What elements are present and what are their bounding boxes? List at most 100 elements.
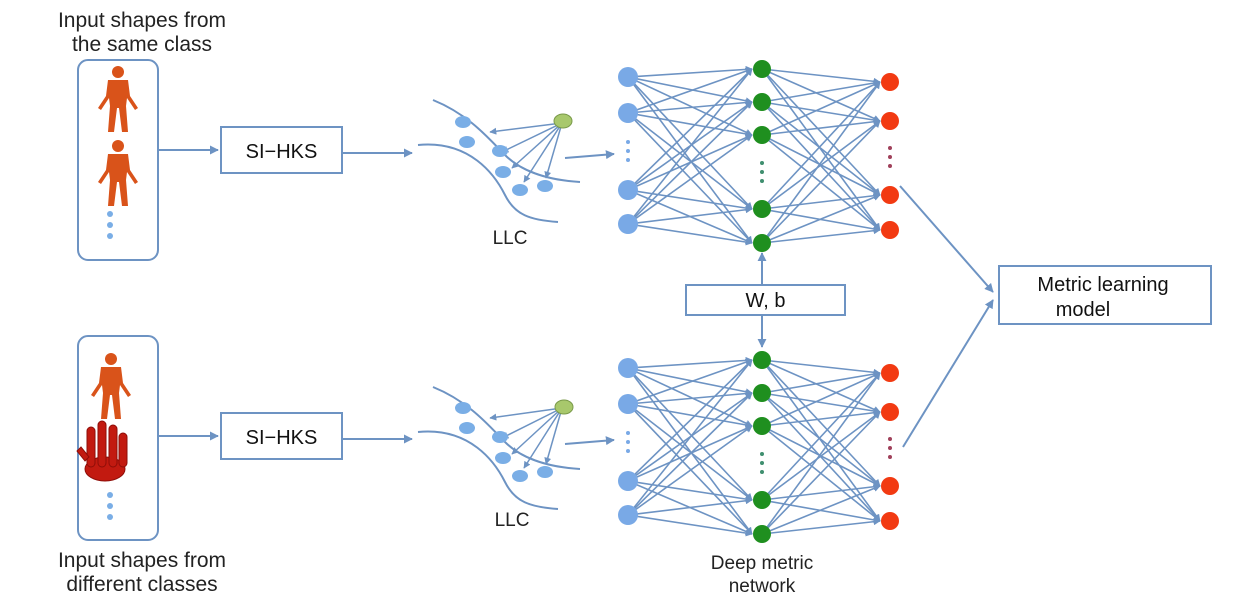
output-ellipsis-dot bbox=[888, 164, 892, 168]
network-edge bbox=[761, 392, 881, 487]
input-node bbox=[618, 505, 638, 525]
network-edge bbox=[627, 367, 753, 427]
hidden-node bbox=[753, 351, 771, 369]
network-edge bbox=[627, 403, 753, 501]
network-edge bbox=[761, 372, 881, 535]
network-edge bbox=[627, 76, 753, 105]
network-edge bbox=[761, 81, 881, 244]
network-edge bbox=[761, 359, 881, 413]
output-ellipsis-dot bbox=[888, 437, 892, 441]
network-edge bbox=[627, 403, 753, 429]
network-edge bbox=[761, 81, 881, 210]
network-edge bbox=[627, 359, 753, 516]
network-edge bbox=[761, 359, 881, 376]
network-edge bbox=[761, 359, 881, 487]
input-node bbox=[618, 471, 638, 491]
network-edge bbox=[761, 392, 881, 522]
neural-network-bottom bbox=[618, 351, 899, 543]
network-caption-line1: Deep metric bbox=[711, 553, 813, 574]
llc-point bbox=[459, 136, 475, 148]
llc-manifold-curve bbox=[417, 143, 559, 223]
network-caption-line2: network bbox=[729, 576, 796, 597]
hidden-node bbox=[753, 417, 771, 435]
human-figure-icon bbox=[91, 353, 131, 419]
shared-params-label: W, b bbox=[745, 290, 785, 312]
llc-anchor-point bbox=[553, 113, 573, 129]
network-edge bbox=[761, 392, 881, 415]
input-ellipsis-dot bbox=[626, 158, 630, 162]
network-edge bbox=[627, 367, 753, 501]
hidden-ellipsis-dot bbox=[760, 170, 764, 174]
output-node bbox=[881, 73, 899, 91]
network-edge bbox=[627, 223, 753, 246]
llc-point bbox=[492, 145, 508, 157]
network-edge bbox=[761, 68, 881, 196]
input-node bbox=[618, 180, 638, 200]
network-edge bbox=[627, 101, 753, 225]
network-edge bbox=[761, 411, 881, 535]
metric-learning-box bbox=[998, 265, 1212, 325]
network-edge bbox=[761, 118, 881, 136]
arrow-llc-to-network-bottom bbox=[564, 436, 615, 446]
network-edge bbox=[627, 65, 753, 78]
network-edge bbox=[761, 370, 881, 394]
hidden-ellipsis-dot bbox=[760, 470, 764, 474]
llc-label-bottom: LLC bbox=[495, 510, 530, 531]
llc-anchor-point bbox=[554, 399, 574, 415]
network-edge bbox=[761, 101, 881, 124]
output-ellipsis-dot bbox=[888, 455, 892, 459]
network-edge bbox=[627, 67, 753, 114]
network-edge bbox=[627, 112, 753, 210]
output-node bbox=[881, 221, 899, 239]
top-caption-line2: the same class bbox=[72, 33, 212, 56]
network-edge bbox=[761, 120, 881, 244]
input-node bbox=[618, 67, 638, 87]
llc-point bbox=[492, 431, 508, 443]
input-node bbox=[618, 214, 638, 234]
network-edge bbox=[627, 514, 753, 537]
llc-point bbox=[537, 466, 553, 478]
llc-diagram-top bbox=[417, 99, 581, 223]
hand-figure-icon bbox=[76, 420, 128, 482]
network-edge bbox=[627, 390, 753, 405]
network-edge bbox=[761, 411, 881, 501]
hidden-ellipsis-dot bbox=[760, 461, 764, 465]
output-node bbox=[881, 512, 899, 530]
network-edge bbox=[761, 194, 881, 244]
network-edge bbox=[627, 403, 753, 535]
sihks-label-top: SI−HKS bbox=[246, 141, 318, 163]
network-edge bbox=[627, 112, 753, 244]
network-edge bbox=[627, 480, 753, 503]
network-edge bbox=[761, 372, 881, 427]
hidden-node bbox=[753, 234, 771, 252]
hidden-node bbox=[753, 491, 771, 509]
network-edge bbox=[761, 120, 881, 210]
network-edge bbox=[627, 76, 753, 136]
top-caption-line1: Input shapes from bbox=[58, 9, 226, 32]
shared-params-box bbox=[685, 284, 846, 316]
network-edges bbox=[627, 356, 881, 537]
input-ellipsis-dot bbox=[626, 440, 630, 444]
output-node bbox=[881, 186, 899, 204]
llc-point bbox=[512, 470, 528, 482]
llc-point bbox=[455, 402, 471, 414]
llc-point bbox=[495, 452, 511, 464]
arrow-bottom-network-to-metric bbox=[902, 299, 994, 448]
network-edge bbox=[627, 206, 753, 225]
network-edge bbox=[627, 358, 753, 405]
sihks-label-bottom: SI−HKS bbox=[246, 427, 318, 449]
hidden-node bbox=[753, 60, 771, 78]
network-edge bbox=[627, 425, 753, 516]
input-node bbox=[618, 358, 638, 378]
network-edge bbox=[627, 68, 753, 225]
output-ellipsis-dot bbox=[888, 155, 892, 159]
llc-point bbox=[495, 166, 511, 178]
hidden-node bbox=[753, 384, 771, 402]
network-edge bbox=[761, 79, 881, 103]
network-edge bbox=[627, 392, 753, 516]
hidden-node bbox=[753, 525, 771, 543]
ellipsis-dots-icon bbox=[107, 211, 113, 239]
bottom-caption-line2: different classes bbox=[66, 573, 217, 596]
network-edge bbox=[627, 76, 753, 210]
